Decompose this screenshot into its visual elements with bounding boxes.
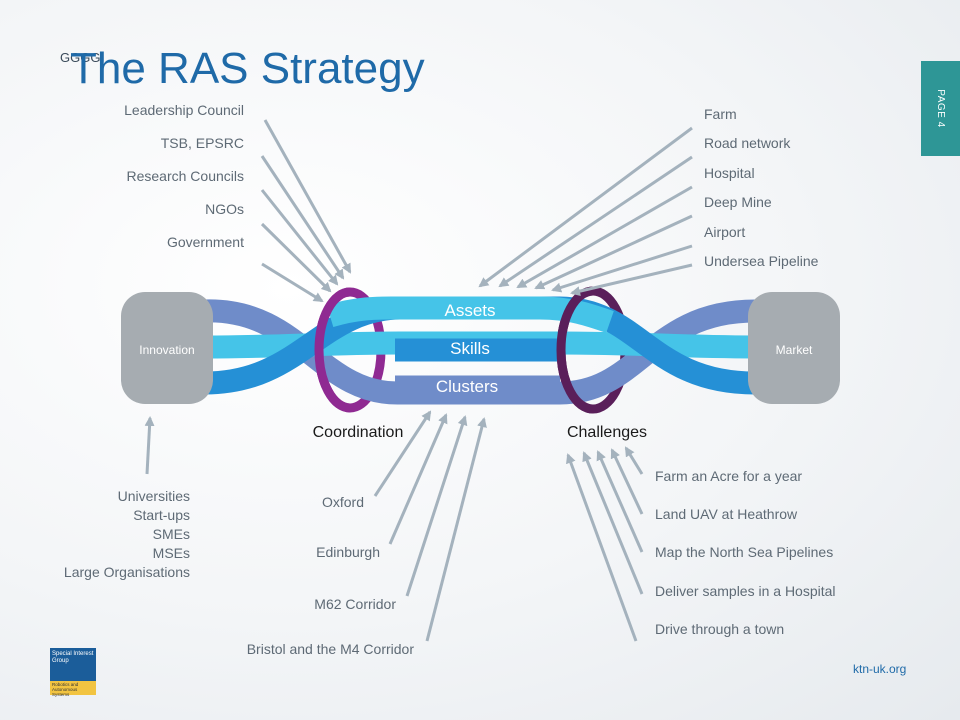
logo-band: Robotics and Autonomous Systems [50, 681, 96, 697]
challenges-label: Challenges [567, 424, 647, 441]
subtitle: GGGG [60, 50, 101, 65]
stakeholder-label: TSB, EPSRC [160, 135, 244, 151]
page-number-tab: PAGE 4 [921, 61, 960, 156]
stakeholder-label: Leadership Council [124, 102, 244, 118]
challenge-label: Drive through a town [655, 621, 785, 637]
stakeholder-label: NGOs [205, 201, 244, 217]
source-item: MSEs [152, 545, 190, 561]
stakeholder-arrows [260, 119, 352, 303]
cluster-arrows [373, 410, 487, 642]
coordination-ring-front [314, 287, 351, 413]
stakeholder-label: Research Councils [126, 168, 245, 184]
cluster-label: Edinburgh [316, 544, 380, 560]
challenge-arrows [566, 446, 644, 642]
domain-label: Airport [704, 224, 746, 240]
cluster-label: Oxford [321, 494, 364, 510]
innovation-node [121, 292, 213, 404]
challenges-ring-front [556, 286, 594, 414]
market-label: Market [776, 343, 813, 357]
logo-text: Special Interest Group [52, 651, 94, 664]
logo-subtext: Robotics and Autonomous Systems [52, 682, 79, 697]
innovation-label: Innovation [139, 343, 194, 357]
source-item: Large Organisations [63, 564, 190, 580]
skills-label: Skills [450, 339, 490, 358]
sig-logo: Special Interest Group Robotics and Auto… [50, 648, 96, 697]
market-node [748, 292, 840, 404]
domain-arrows [478, 126, 693, 297]
cluster-label: M62 Corridor [314, 596, 396, 612]
site-link[interactable]: ktn-uk.org [853, 662, 907, 676]
domain-label: Farm [704, 106, 737, 122]
assets-label: Assets [444, 301, 495, 320]
clusters-label: Clusters [436, 377, 498, 396]
source-item: Universities [117, 488, 190, 504]
challenge-label: Farm an Acre for a year [655, 468, 803, 484]
assets-band [326, 296, 614, 333]
domain-label: Undersea Pipeline [704, 253, 819, 269]
coordination-label: Coordination [313, 424, 404, 441]
stakeholder-label: Government [166, 234, 244, 250]
challenge-label: Map the North Sea Pipelines [655, 544, 834, 560]
challenge-label: Deliver samples in a Hospital [655, 583, 836, 599]
challenge-label: Land UAV at Heathrow [655, 506, 798, 522]
sources-arrow [144, 416, 155, 475]
page-title: The RAS Strategy [70, 44, 425, 93]
cluster-label: Bristol and the M4 Corridor [246, 641, 414, 657]
domain-label: Hospital [704, 165, 755, 181]
sources-list: Universities Start-ups SMEs MSEs Large O… [64, 487, 190, 582]
domain-label: Deep Mine [704, 194, 772, 210]
source-item: Start-ups [133, 507, 190, 523]
domain-label: Road network [704, 135, 791, 151]
source-item: SMEs [152, 526, 190, 542]
